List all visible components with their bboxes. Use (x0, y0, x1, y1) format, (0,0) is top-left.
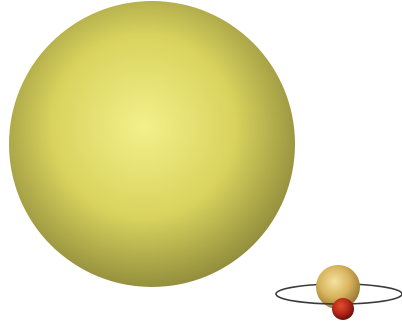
large-sphere (9, 1, 295, 287)
satellite-sphere (332, 298, 354, 320)
